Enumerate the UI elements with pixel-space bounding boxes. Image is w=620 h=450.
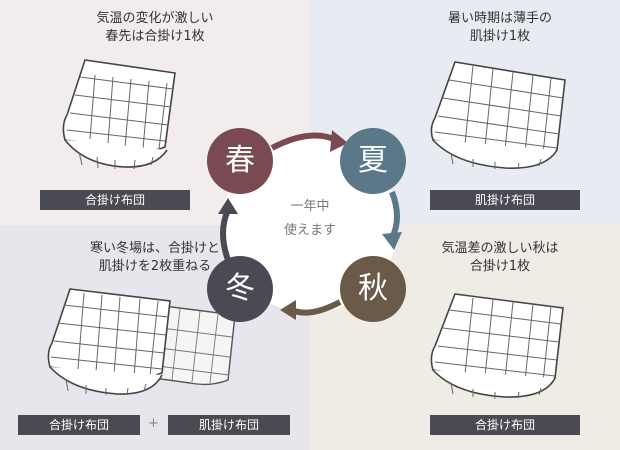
- summer-caption-line2: 肌掛け1枚: [469, 29, 531, 44]
- spring-caption-line1: 気温の変化が激しい: [96, 11, 214, 26]
- comforter-icon: [430, 293, 564, 399]
- winter-caption-line2: 肌掛けを2枚重ねる: [98, 259, 212, 274]
- comforter-icon: [430, 61, 566, 170]
- autumn-caption-line1: 気温差の激しい秋は: [441, 241, 559, 256]
- winter-caption: 寒い冬場は、合掛けと 肌掛けを2枚重ねる: [55, 240, 255, 276]
- arrow-head-icon: [218, 198, 238, 214]
- arrow-head-icon: [382, 232, 402, 250]
- winter-tag-awagake: 合掛け布団: [18, 415, 140, 435]
- winter-tag-hadagake: 肌掛け布団: [168, 415, 290, 435]
- center-label: 一年中 使えます: [255, 195, 365, 243]
- summer-caption-line1: 暑い時期は薄手の: [447, 11, 552, 26]
- spring-to-summer-arrow: [270, 132, 338, 151]
- spring-badge: 春: [207, 128, 273, 194]
- winter-caption-line1: 寒い冬場は、合掛けと: [89, 241, 220, 256]
- arrow-head-icon: [280, 300, 296, 320]
- autumn-caption: 気温差の激しい秋は 合掛け1枚: [420, 240, 580, 276]
- center-label-line2: 使えます: [283, 223, 336, 238]
- autumn-badge: 秋: [340, 256, 406, 322]
- comforter-icon: [62, 59, 176, 170]
- autumn-caption-line2: 合掛け1枚: [469, 259, 531, 274]
- arrow-head-icon: [330, 130, 348, 152]
- spring-tag: 合掛け布団: [40, 190, 190, 210]
- spring-caption: 気温の変化が激しい 春先は合掛け1枚: [55, 10, 255, 46]
- summer-caption: 暑い時期は薄手の 肌掛け1枚: [425, 10, 575, 46]
- center-label-line1: 一年中: [290, 199, 330, 214]
- autumn-tag: 合掛け布団: [430, 415, 580, 435]
- layered-comforter-icon: [47, 288, 236, 396]
- spring-caption-line2: 春先は合掛け1枚: [105, 29, 205, 44]
- summer-badge: 夏: [340, 128, 406, 194]
- winter-badge: 冬: [207, 256, 273, 322]
- summer-tag: 肌掛け布団: [430, 190, 580, 210]
- plus-sign: +: [148, 416, 159, 431]
